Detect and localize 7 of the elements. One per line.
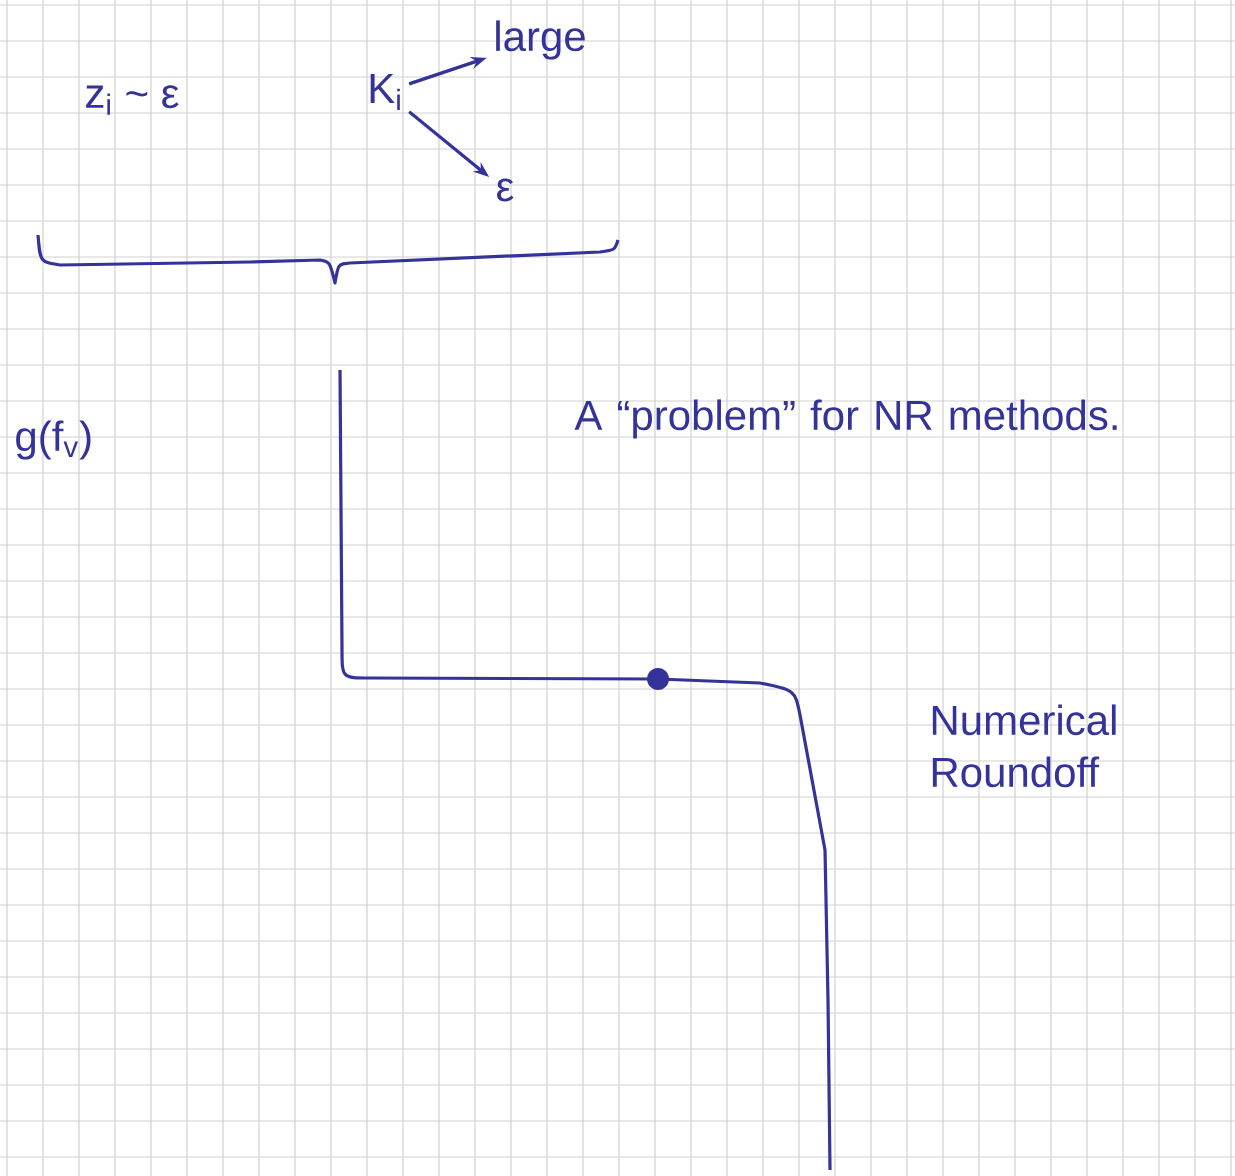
handwritten-note: Numerical Roundoff — [932, 704, 1116, 788]
handwritten-note: z$_{i}$ ~ ε — [86, 85, 179, 115]
handwritten-term: ε — [497, 178, 514, 202]
handwritten-note: A “problem” for NR methods. — [574, 399, 1117, 439]
handwritten-term: large — [496, 20, 585, 60]
handwritten-term: K$_{i}$ — [370, 74, 400, 110]
handwritten-note: g(f$_{v}$) — [16, 420, 91, 460]
